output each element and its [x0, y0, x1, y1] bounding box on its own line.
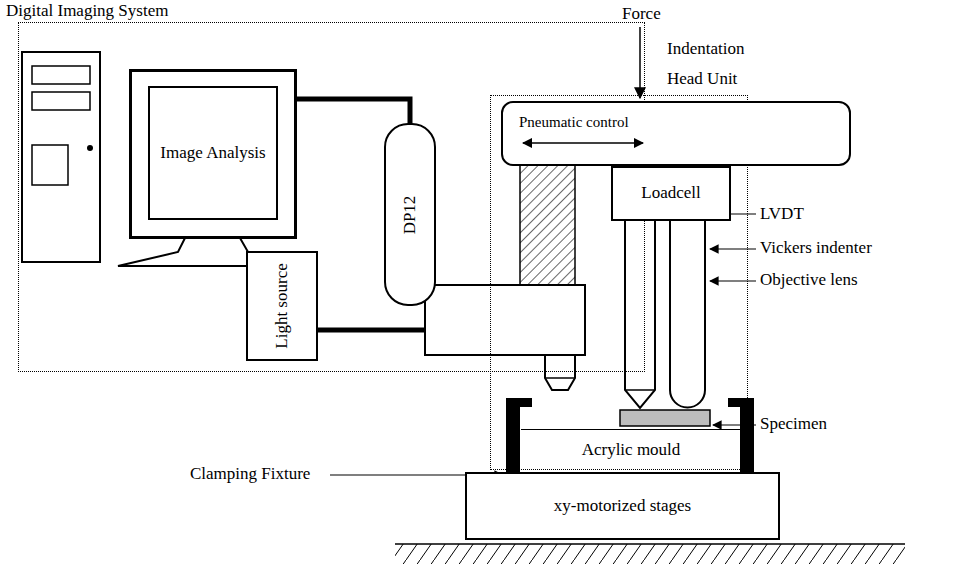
leader-line: [710, 280, 756, 281]
stage-box: xy-motorized stages: [465, 472, 780, 540]
ground-hatch: [395, 544, 905, 564]
node-text: Acrylic mould: [582, 440, 681, 460]
pneumatic-control-box: Pneumatic control: [501, 101, 851, 166]
ground-line: [395, 543, 905, 545]
node-text: Indentation Head Unit: [667, 34, 767, 94]
objective-lens: [545, 355, 575, 390]
force-arrow: [639, 27, 641, 98]
force-label: Force: [622, 4, 661, 24]
specimen: [620, 410, 710, 426]
node-text: DP12: [400, 195, 420, 234]
leader-line: [710, 248, 756, 249]
light-cable: [317, 328, 425, 333]
indenter-tip-line: [625, 389, 655, 391]
part-label: Specimen: [760, 414, 827, 434]
acrylic-mould: Acrylic mould: [521, 429, 741, 471]
part-label: Vickers indenter: [760, 238, 872, 258]
vickers-indenter: [625, 220, 655, 408]
region-outline: Indentation Head UnitPneumatic controlLo…: [490, 95, 748, 470]
part-label: LVDT: [760, 204, 804, 224]
lvdt-probe: [670, 220, 705, 408]
clamping-fixture: [506, 398, 754, 472]
node-text: Light source: [272, 263, 292, 348]
node-text: Image Analysis: [158, 143, 268, 163]
node-text: Loadcell: [641, 183, 700, 203]
lens-ring: [545, 377, 575, 379]
monitor-screen: Image Analysis: [148, 86, 278, 220]
signal-cable: [297, 99, 410, 123]
pneumatic-column: [520, 165, 575, 285]
double-arrow: [503, 103, 853, 168]
node-text: xy-motorized stages: [554, 496, 691, 516]
part-label: Clamping Fixture: [190, 464, 310, 484]
loadcell-box: Loadcell: [611, 166, 731, 221]
computer-tower: [22, 52, 100, 262]
leader-line: [713, 424, 756, 425]
camera-body: [425, 285, 585, 355]
light-source-box: Light source: [246, 251, 318, 361]
monitor: Image Analysis: [129, 69, 297, 239]
node-text: Digital Imaging System: [6, 1, 168, 21]
part-label: Objective lens: [760, 270, 858, 290]
node-text: Pneumatic control: [519, 113, 629, 131]
region-outline: Digital Imaging SystemImage AnalysisDP12…: [18, 22, 645, 372]
camera-controller: DP12: [384, 123, 436, 306]
